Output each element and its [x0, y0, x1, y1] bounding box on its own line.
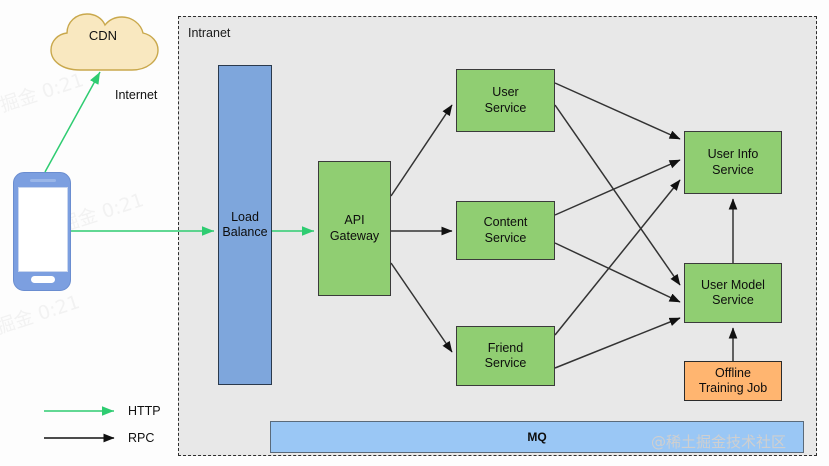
phone-screen [18, 187, 68, 272]
node-offline-training-job[interactable]: Offline Training Job [684, 361, 782, 401]
phone-home-button [31, 276, 55, 283]
mobile-device-icon [13, 172, 71, 291]
node-friend-service[interactable]: Friend Service [456, 326, 555, 386]
legend-label-rpc: RPC [128, 431, 155, 445]
internet-zone-label: Internet [115, 88, 158, 102]
node-mq[interactable]: MQ [270, 421, 804, 453]
node-content-service[interactable]: Content Service [456, 201, 555, 260]
node-user-service[interactable]: User Service [456, 69, 555, 132]
node-user-info-service[interactable]: User Info Service [684, 131, 782, 194]
node-load-balance[interactable]: Load Balance [218, 65, 272, 385]
intranet-zone-label: Intranet [188, 26, 231, 40]
cdn-label: CDN [88, 28, 118, 43]
node-user-model-service[interactable]: User Model Service [684, 263, 782, 323]
node-api-gateway[interactable]: API Gateway [318, 161, 391, 296]
legend-label-http: HTTP [128, 404, 161, 418]
cdn-cloud-icon [50, 13, 159, 71]
phone-speaker [30, 179, 56, 182]
